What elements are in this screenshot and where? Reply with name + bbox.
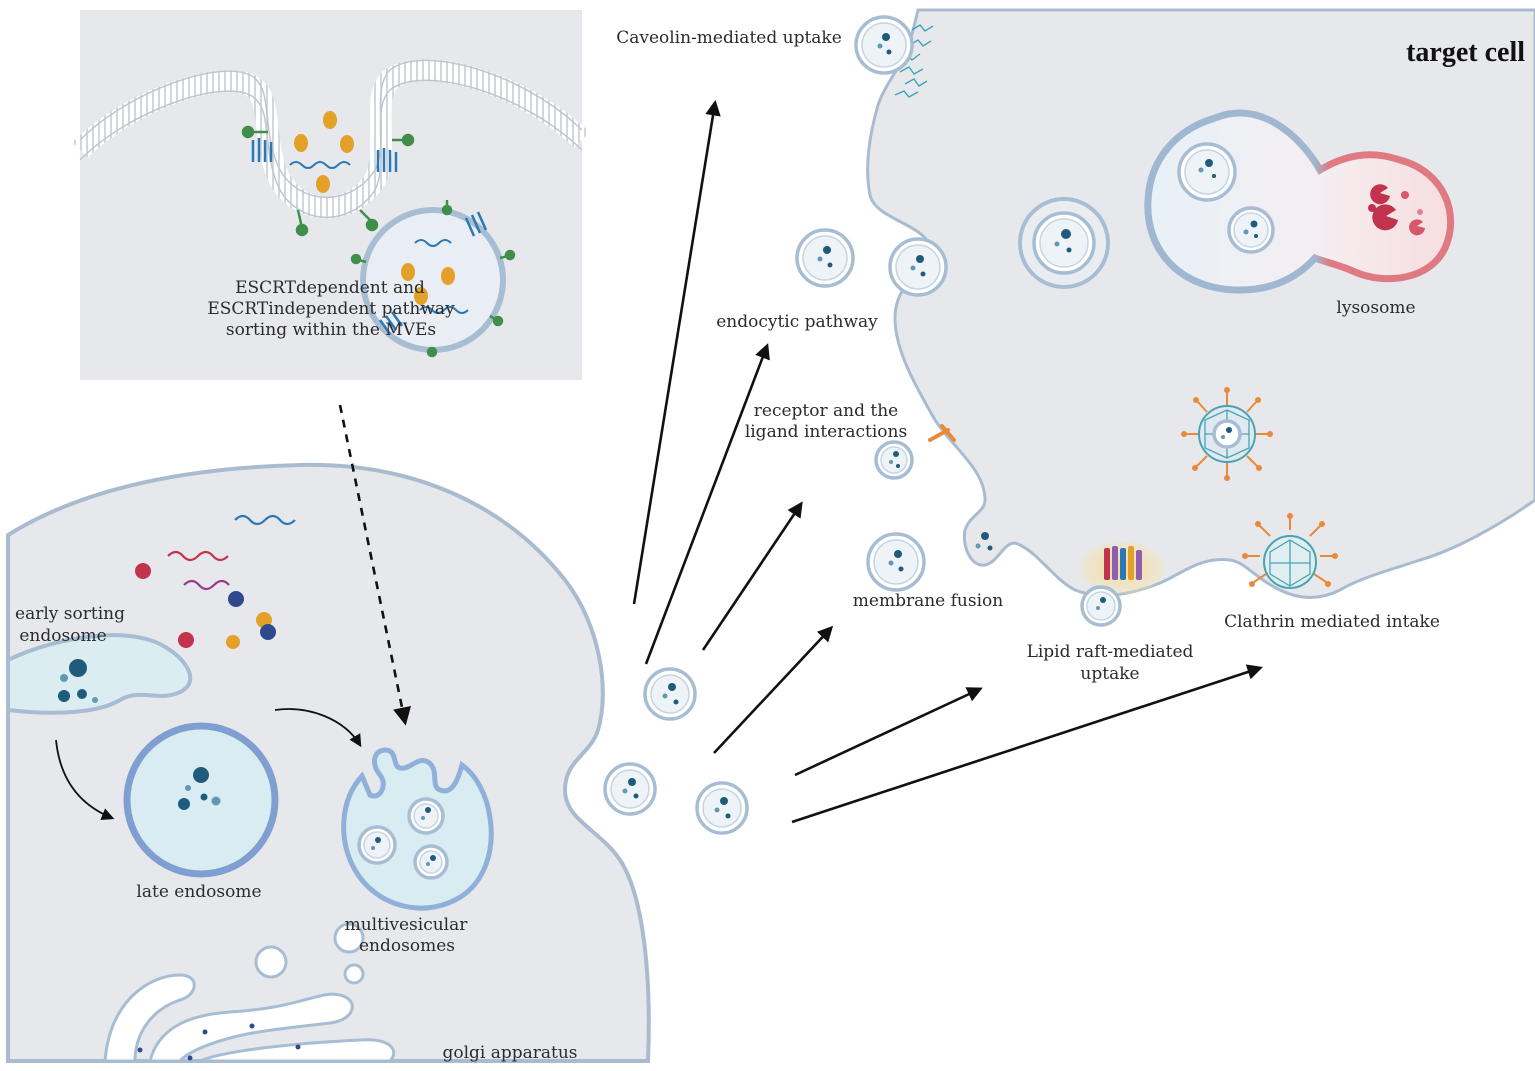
escrt-label-line3: sorting within the MVEs bbox=[226, 320, 436, 340]
receptor-label-line1: receptor and the bbox=[754, 401, 898, 421]
arrows bbox=[55, 99, 1263, 824]
lysosome-enzymes bbox=[1368, 184, 1425, 236]
golgi-label: golgi apparatus bbox=[442, 1043, 577, 1063]
early-sorting-endosome bbox=[6, 633, 193, 715]
late-endosome bbox=[123, 722, 279, 878]
lysosome-label: lysosome bbox=[1336, 298, 1415, 318]
lipid-raft bbox=[1080, 542, 1164, 627]
labels: ESCRTdependent and ESCRTindependent path… bbox=[15, 28, 1525, 1063]
fusion-cargo bbox=[975, 532, 993, 551]
endosome-in-target bbox=[1018, 197, 1110, 289]
multivesicular-endosome bbox=[341, 747, 494, 911]
receptor-vesicle bbox=[874, 440, 914, 480]
golgi-apparatus-shape bbox=[103, 922, 396, 1063]
endocytic-vesicle bbox=[795, 228, 855, 288]
lipid-raft-label-line1: Lipid raft-mediated bbox=[1027, 642, 1194, 662]
escrt-inset bbox=[72, 10, 590, 380]
exosome-in-lysosome-2 bbox=[1227, 206, 1275, 254]
fusion-vesicle bbox=[866, 532, 926, 592]
released-exosomes bbox=[603, 667, 749, 835]
uptake-events bbox=[795, 15, 1338, 627]
internalized-exosomes bbox=[1018, 142, 1275, 481]
clathrin-label: Clathrin mediated intake bbox=[1224, 612, 1440, 632]
early-endosome-label-line2: endosome bbox=[19, 626, 106, 646]
target-cell-label: target cell bbox=[1406, 37, 1525, 68]
late-endosome-label: late endosome bbox=[136, 882, 261, 902]
caveolin-coat bbox=[894, 24, 934, 98]
escrt-label-line2: ESCRTindependent pathway bbox=[207, 299, 455, 319]
membrane-fusion-label: membrane fusion bbox=[853, 591, 1003, 611]
exosome-in-lysosome bbox=[1177, 142, 1237, 202]
target-cell bbox=[866, 8, 1535, 599]
early-endosome-label-line1: early sorting bbox=[15, 604, 125, 624]
caveolin-label: Caveolin-mediated uptake bbox=[616, 28, 842, 48]
mve-label-line1: multivesicular bbox=[345, 915, 469, 935]
donor-cell-body bbox=[6, 462, 651, 1063]
receptor-label-line2: ligand interactions bbox=[745, 422, 907, 442]
clathrin-coated-vesicle bbox=[1181, 387, 1273, 481]
endocytic-label: endocytic pathway bbox=[716, 312, 878, 332]
donor-cell bbox=[6, 462, 651, 1063]
escrt-label-line1: ESCRTdependent and bbox=[235, 278, 425, 298]
cytoplasmic-cargo bbox=[135, 514, 296, 649]
clathrin-pit bbox=[1242, 513, 1338, 589]
mve-label-line2: endosomes bbox=[359, 936, 455, 956]
caveolin-vesicle bbox=[854, 15, 914, 75]
endocytic-vesicle-2 bbox=[888, 237, 948, 297]
receptor-ligand bbox=[928, 424, 956, 442]
target-cell-body bbox=[866, 8, 1535, 599]
lipid-raft-label-line2: uptake bbox=[1080, 664, 1139, 684]
